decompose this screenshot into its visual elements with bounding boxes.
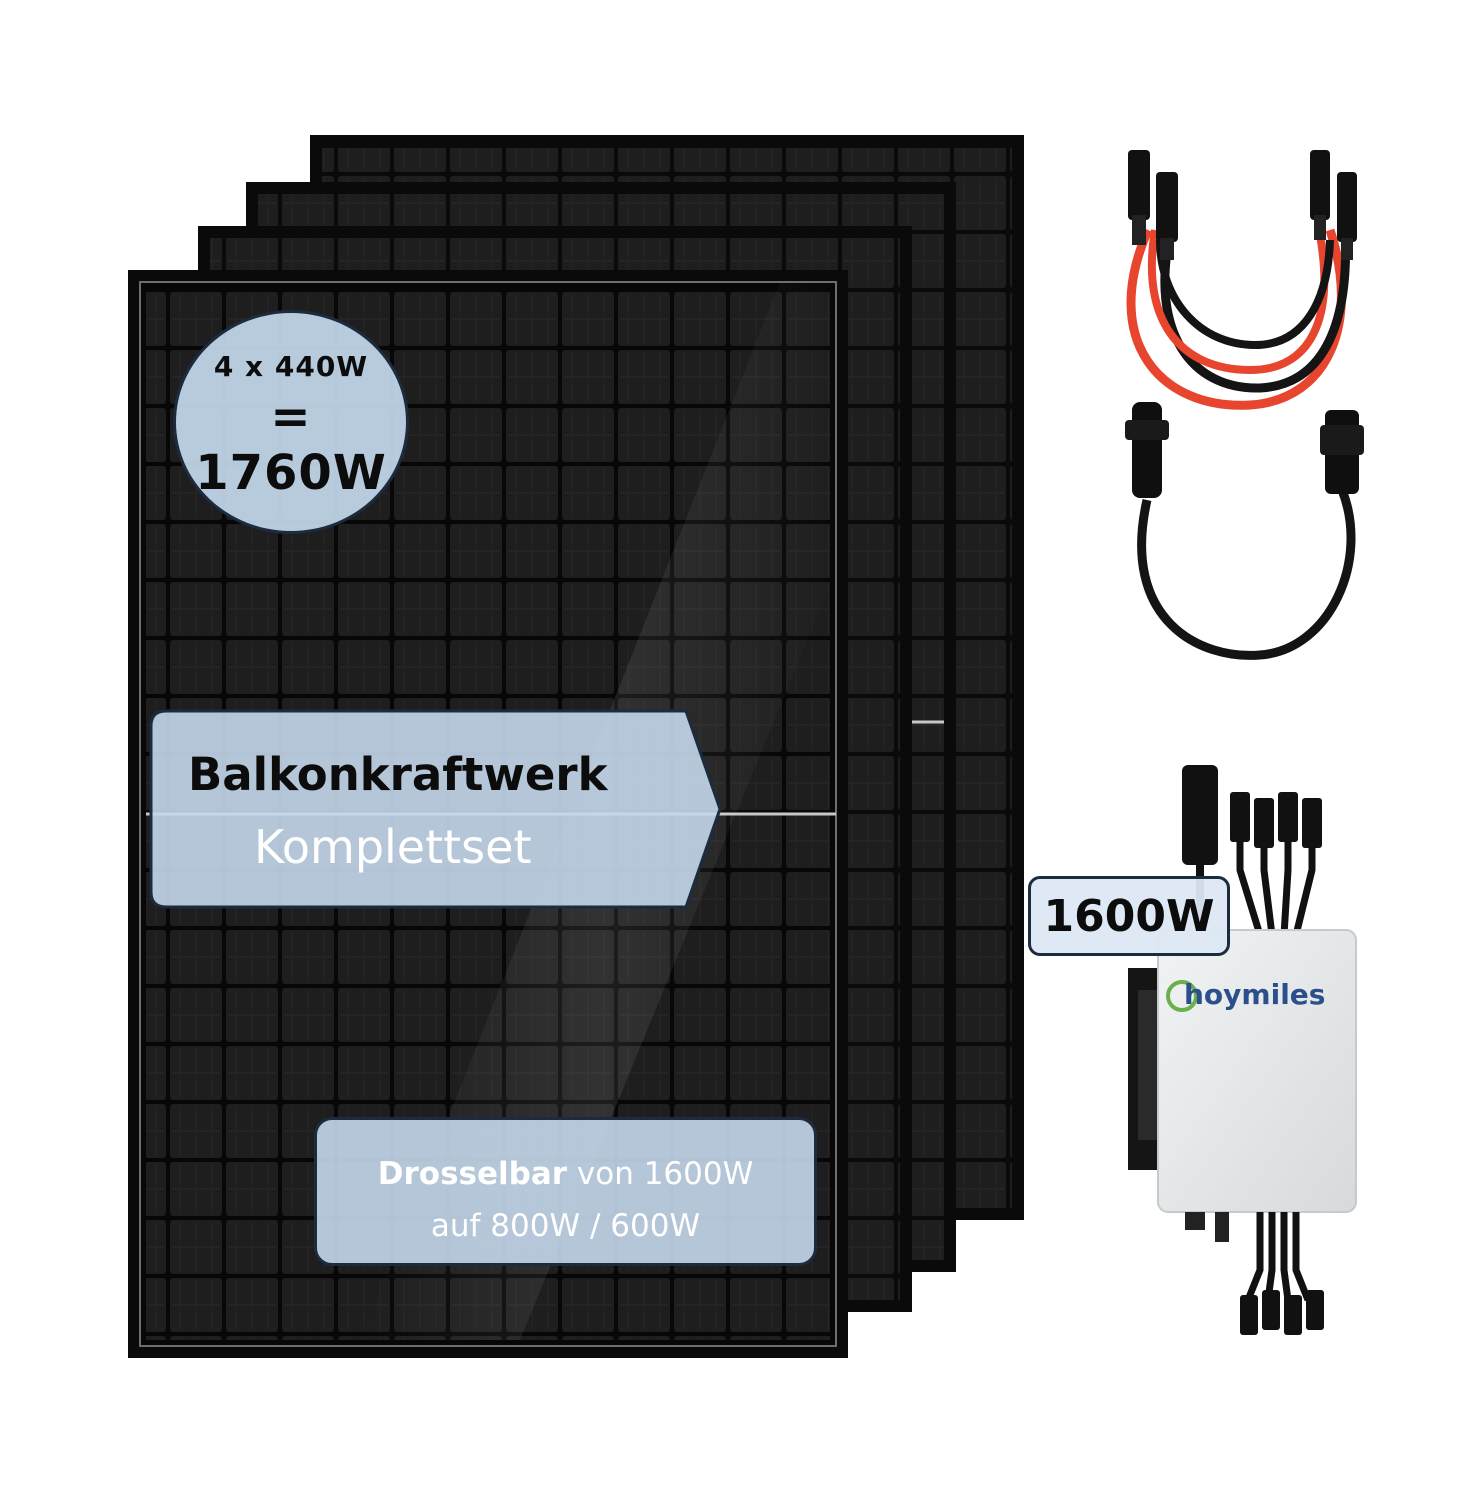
inverter-power-badge: 1600W: [1028, 876, 1230, 956]
throttle-line-1: Drosselbar von 1600W: [317, 1148, 814, 1200]
throttle-line-2: auf 800W / 600W: [430, 1208, 701, 1244]
title-banner: Balkonkraftwerk Komplettset: [148, 708, 724, 910]
microinverter: [1128, 765, 1357, 1335]
total-power-text: = 1760W: [195, 388, 387, 501]
throttle-rest: von 1600W: [567, 1156, 754, 1192]
throttle-bold: Drosselbar: [377, 1156, 568, 1192]
ac-connection-cable: [1125, 402, 1364, 660]
title-subtitle: Komplettset: [254, 820, 532, 874]
arrow-banner-shape: [149, 709, 722, 909]
total-power-badge: 4 x 440W = 1760W: [173, 310, 409, 534]
panel-count-text: 4 x 440W: [213, 349, 369, 383]
throttle-note: Drosselbar von 1600W auf 800W / 600W: [314, 1117, 817, 1266]
dc-extension-cables: [1126, 150, 1357, 410]
brand-logo: hoymiles: [1184, 978, 1326, 1011]
title-main: Balkonkraftwerk: [188, 748, 608, 801]
